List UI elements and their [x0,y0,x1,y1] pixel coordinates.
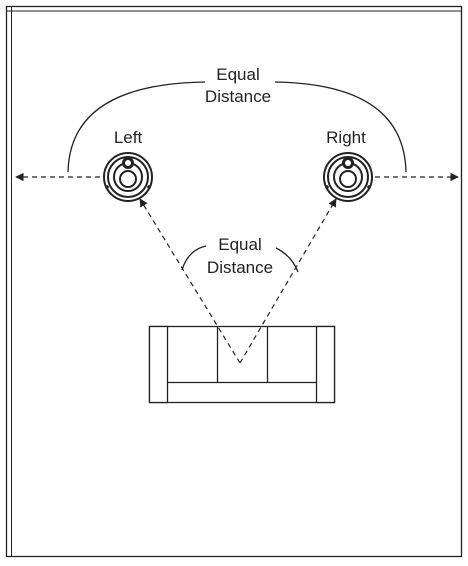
left-speaker-icon [104,153,152,201]
top-distance-label-line2: Distance [205,87,271,106]
mid-distance-label-line1: Equal [218,235,261,254]
left-speaker-label: Left [114,128,143,147]
mid-distance-label-line2: Distance [207,258,273,277]
right-speaker-label: Right [326,128,366,147]
right-speaker-icon [324,153,372,201]
mid-distance-arc [182,246,206,270]
sofa-icon [150,327,335,403]
top-distance-label-line1: Equal [216,65,259,84]
